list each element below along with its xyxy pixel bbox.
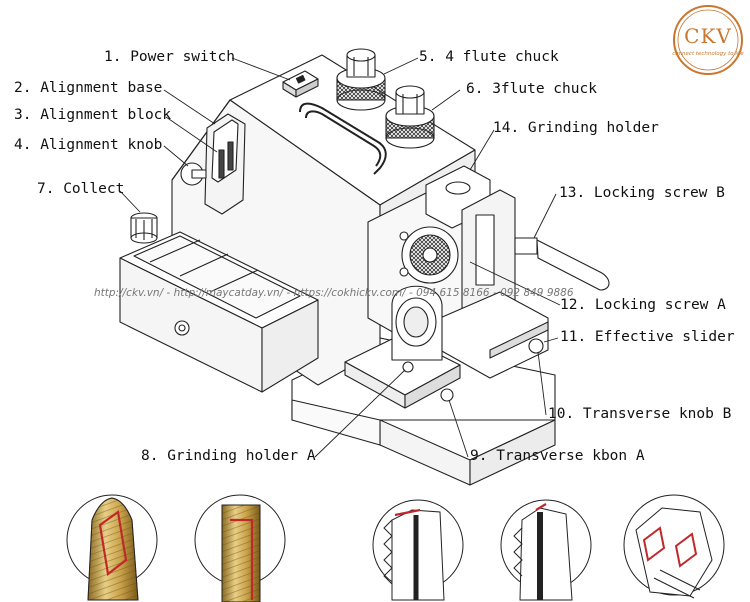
grinding-holder-illustration bbox=[425, 165, 516, 321]
label-alignment-block: 3. Alignment block bbox=[14, 107, 172, 123]
label-transverse-knob-a: 9. Transverse kbon A bbox=[470, 448, 645, 464]
locking-screw-b-illustration bbox=[514, 237, 610, 291]
label-transverse-knob-b: 10. Transverse knob B bbox=[548, 406, 732, 422]
tool-detail-2 bbox=[194, 494, 286, 602]
label-collect: 7. Collect bbox=[37, 181, 125, 197]
effective-slider-illustration bbox=[439, 291, 549, 379]
leader-lines bbox=[119, 57, 561, 458]
four-flute-chuck-illustration bbox=[336, 48, 386, 111]
label-locking-screw-a: 12. Locking screw A bbox=[560, 297, 726, 313]
alignment-knob-illustration bbox=[180, 162, 207, 186]
label-power-switch: 1. Power switch bbox=[104, 49, 235, 65]
top-handle-illustration bbox=[299, 102, 387, 175]
logo-tagline: connect technology to life bbox=[672, 51, 744, 57]
logo-ring bbox=[673, 5, 743, 75]
three-flute-chuck-illustration bbox=[385, 85, 435, 149]
tool-row bbox=[66, 494, 725, 602]
logo-brand: CKV bbox=[684, 24, 732, 48]
label-alignment-knob: 4. Alignment knob bbox=[14, 137, 163, 153]
label-effective-slider: 11. Effective slider bbox=[560, 329, 735, 345]
label-grinding-holder-a: 8. Grinding holder A bbox=[141, 448, 316, 464]
ckv-logo: CKV connect technology to life bbox=[672, 4, 744, 76]
collet-illustration bbox=[130, 212, 158, 244]
label-locking-screw-b: 13. Locking screw B bbox=[559, 185, 725, 201]
power-switch-illustration bbox=[282, 70, 319, 98]
watermark-text: http://ckv.vn/ - http://maycatday.vn/ - … bbox=[94, 287, 574, 299]
label-4-flute-chuck: 5. 4 flute chuck bbox=[419, 49, 559, 65]
label-grinding-holder: 14. Grinding holder bbox=[493, 120, 659, 136]
tool-detail-5 bbox=[623, 494, 725, 599]
tool-detail-1 bbox=[66, 494, 158, 601]
tool-detail-3 bbox=[372, 499, 464, 601]
drawer-illustration bbox=[119, 231, 319, 393]
alignment-base-illustration bbox=[204, 113, 246, 215]
label-3-flute-chuck: 6. 3flute chuck bbox=[466, 81, 597, 97]
tool-detail-4 bbox=[500, 499, 592, 601]
label-alignment-base: 2. Alignment base bbox=[14, 80, 163, 96]
grinding-holder-a-illustration bbox=[344, 285, 461, 409]
